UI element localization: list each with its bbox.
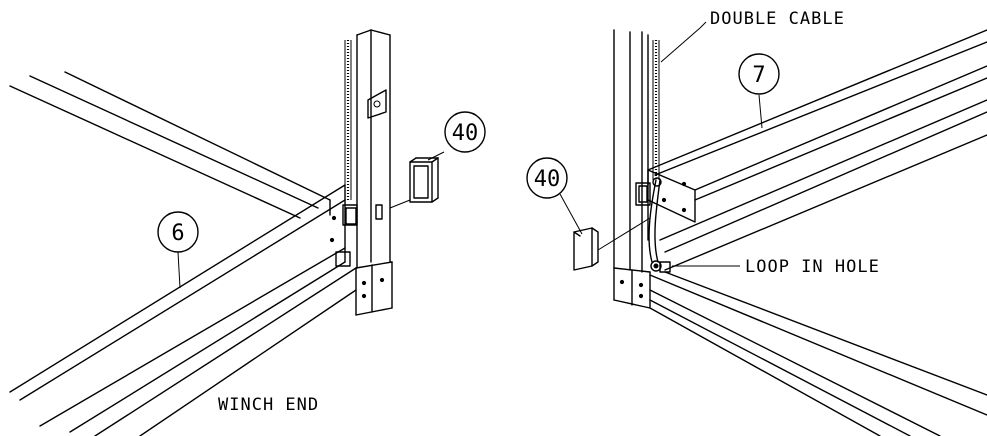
leader-lines: [177, 21, 763, 289]
callout-40-right: 40: [526, 157, 568, 199]
double-cable-label: DOUBLE CABLE: [710, 9, 845, 29]
callout-6-number: 6: [171, 221, 184, 246]
callout-40-left: 40: [444, 111, 486, 153]
left-frame-corner: [9, 29, 393, 436]
callout-40-left-number: 40: [452, 121, 479, 146]
winch-end-label: WINCH END: [218, 395, 319, 415]
loop-in-hole-label: LOOP IN HOLE: [745, 257, 880, 277]
callout-40-right-number: 40: [534, 167, 561, 192]
left-bracket-part: [409, 157, 439, 203]
right-bracket-part: [573, 227, 599, 271]
callout-7: 7: [738, 53, 780, 95]
right-frame-corner: [613, 29, 987, 436]
callout-6: 6: [157, 211, 199, 253]
callout-7-number: 7: [752, 63, 765, 88]
